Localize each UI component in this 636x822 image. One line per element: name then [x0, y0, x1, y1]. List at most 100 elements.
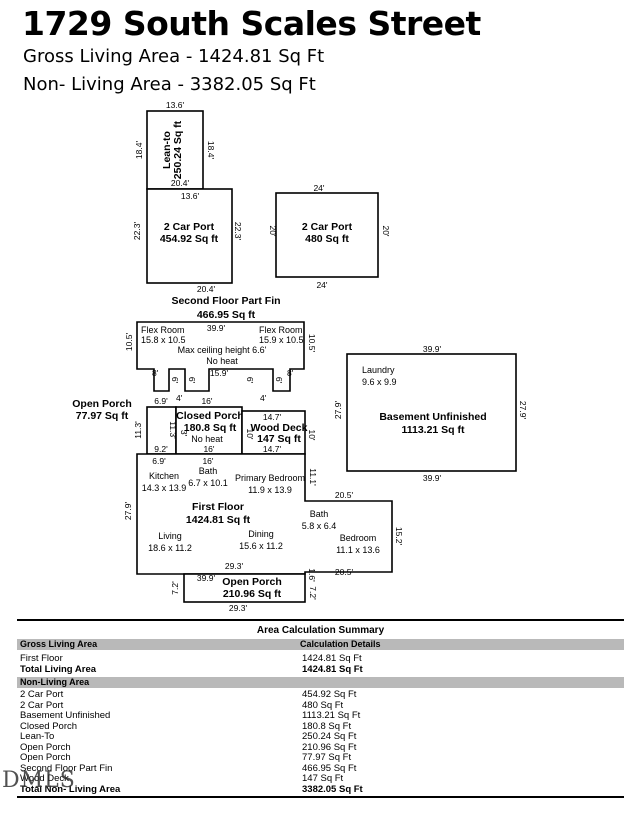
lean-to-area: 13.6' 18.4' 18.4' Lean-to 250.24 Sq ft 2… [134, 100, 216, 190]
first-floor-top-dim-1: 6.9' [152, 456, 166, 466]
carport-1-bottom-dim: 20.4' [197, 284, 216, 294]
lean-to-bottom-dim: 20.4' [171, 178, 190, 188]
primary-bedroom-label: Primary Bedroom [235, 473, 305, 483]
wood-deck-left-dim: 10' [245, 428, 255, 439]
gross-living-header-label: Gross Living Area [20, 639, 98, 649]
lean-to-left-dim: 18.4' [134, 141, 144, 160]
gross-living-subtitle: Gross Living Area - 1424.81 Sq Ft [23, 46, 325, 67]
open-porch-2-area-label: 210.96 Sq ft [223, 588, 282, 600]
first-floor-jog-dim: 1.6' [307, 568, 317, 582]
summary-row-value: 77.97 Sq Ft [302, 752, 352, 763]
total-non-living-row: Total Non- Living Area 3382.05 Sq Ft [17, 783, 624, 796]
non-living-header: Non-Living Area [17, 677, 624, 688]
second-floor-top-dim: 39.9' [207, 323, 226, 333]
carport-2-label: 2 Car Port [302, 221, 353, 233]
carport-1-left-dim: 22.3' [132, 222, 142, 241]
basement-top-dim: 39.9' [423, 344, 442, 354]
open-porch-2-bottom-dim: 29.3' [229, 603, 248, 613]
wood-deck-label: Wood Deck [251, 422, 308, 434]
summary-row: Closed Porch 180.8 Sq Ft [17, 720, 624, 733]
summary-row-value: 1113.21 Sq Ft [302, 710, 361, 721]
first-floor-area: 6.9' 16' 27.9' 11.1' 20.5' 15.2' 20.5' 2… [123, 453, 404, 582]
open-porch-2-left-dim: 7.2' [170, 581, 180, 595]
open-porch-1-bottom-dim: 9.2' [154, 444, 168, 454]
watermark-logo: DMLS [2, 768, 76, 793]
summary-row-value: 454.92 Sq Ft [302, 689, 357, 700]
open-porch-2-top-dim: 39.9' [197, 573, 216, 583]
basement-area: 39.9' 27.9' 27.9' Laundry 9.6 x 9.9 Base… [333, 344, 528, 483]
summary-row: Wood Deck 147 Sq Ft [17, 773, 624, 785]
non-living-header-label: Non-Living Area [20, 677, 90, 687]
carport-1-area: 13.6' 22.3' 22.3' 2 Car Port 454.92 Sq f… [132, 188, 243, 294]
closed-porch-label: Closed Porch [176, 410, 244, 422]
page-title: 1729 South Scales Street [22, 4, 481, 43]
flex-room-2-label: Flex Room [259, 325, 303, 335]
area-summary-table: Area Calculation Summary Gross Living Ar… [17, 619, 624, 798]
closed-porch-area-label: 180.8 Sq ft [184, 422, 237, 434]
first-floor-wing-bottom-dim: 20.5' [335, 567, 354, 577]
basement-left-dim: 27.9' [333, 401, 343, 420]
summary-row-value: 1424.81 Sq Ft [302, 653, 362, 664]
carport-2-bottom-dim: 24' [316, 280, 327, 290]
notch-6b: 6' [187, 377, 197, 384]
first-floor-label: First Floor [192, 501, 244, 513]
dining-dims: 15.6 x 11.2 [239, 541, 283, 551]
first-floor-wing-top-dim: 20.5' [335, 490, 354, 500]
wood-deck-top-dim: 14.7' [263, 412, 282, 422]
open-porch-1-area: Open Porch 77.97 Sq ft 6.9' 11.3' 9.2' [72, 396, 177, 455]
first-floor-area-label: 1424.81 Sq ft [186, 514, 251, 526]
laundry-label: Laundry [362, 365, 395, 375]
total-non-living-label: Total Non- Living Area [20, 783, 121, 795]
notch-6a: 6' [170, 377, 180, 384]
closed-porch-noheat: No heat [191, 434, 223, 444]
open-porch-2-label: Open Porch [222, 576, 282, 588]
carport-2-area-label: 480 Sq ft [305, 233, 349, 245]
summary-row-name: 2 Car Port [20, 699, 64, 711]
second-floor-area: Second Floor Part Fin 466.95 Sq ft 39.9'… [124, 295, 317, 403]
summary-row-name: First Floor [20, 653, 63, 664]
summary-row-value: 147 Sq Ft [302, 773, 344, 784]
notch-6c: 6' [245, 377, 255, 384]
closed-porch-area: 16' Closed Porch 180.8 Sq ft No heat 11.… [168, 396, 244, 455]
notch-4b: 4' [260, 393, 267, 403]
carport-1-label: 2 Car Port [164, 221, 215, 233]
closed-porch-bottom-dim: 16' [203, 444, 214, 454]
carport-1-top-dim: 13.6' [181, 191, 200, 201]
flex-room-1-label: Flex Room [141, 325, 185, 335]
bath-1-label: Bath [199, 466, 218, 476]
summary-row-name: Closed Porch [20, 720, 78, 732]
carport-2-area: 24' 20' 20' 2 Car Port 480 Sq ft 24' [268, 183, 391, 290]
bedroom-label: Bedroom [340, 533, 377, 543]
living-label: Living [158, 531, 182, 541]
carport-2-left-dim: 20' [268, 225, 278, 236]
second-floor-left-dim: 10.5' [124, 333, 134, 352]
lean-to-area-label: 250.24 Sq ft [172, 120, 184, 179]
summary-row-name: Wood Deck [20, 773, 69, 784]
notch-6d: 6' [274, 377, 284, 384]
total-living-row: Total Living Area 1424.81 Sq Ft [17, 664, 624, 676]
wood-deck-bottom-dim: 14.7' [263, 444, 282, 454]
second-floor-mid-dim: 15.9' [210, 368, 229, 378]
summary-row-value: 180.8 Sq Ft [302, 720, 352, 732]
summary-row-name: Second Floor Part Fin [20, 762, 113, 774]
non-living-subtitle: Non- Living Area - 3382.05 Sq Ft [23, 74, 316, 95]
basement-right-dim: 27.9' [518, 401, 528, 420]
summary-row-value: 210.96 Sq Ft [302, 741, 357, 753]
notch-4a: 4' [176, 393, 183, 403]
lean-to-top-dim: 13.6' [166, 100, 185, 110]
flex-room-2-dims: 15.9 x 10.5 [259, 335, 304, 345]
laundry-dims: 9.6 x 9.9 [362, 377, 397, 387]
bedroom-dims: 11.1 x 13.6 [336, 545, 380, 555]
kitchen-dims: 14.3 x 13.9 [142, 483, 187, 493]
ceiling-height-note: Max ceiling height 6.6' [178, 345, 267, 355]
primary-bedroom-dims: 11.9 x 13.9 [248, 485, 292, 495]
notch-8a: 8' [152, 368, 159, 378]
first-floor-bottom-dim: 29.3' [225, 561, 244, 571]
summary-row-name: Lean-To [20, 731, 55, 742]
